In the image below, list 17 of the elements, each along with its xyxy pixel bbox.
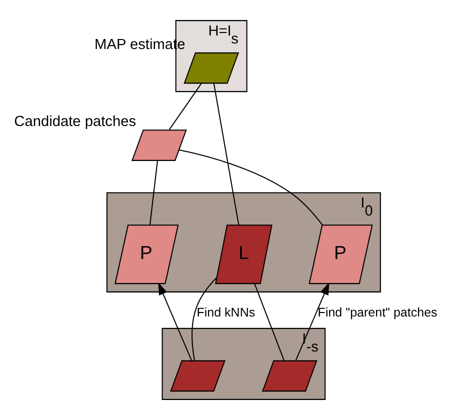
cluster xyxy=(106,192,381,292)
node-parallelogram xyxy=(262,360,318,392)
connector xyxy=(192,277,217,361)
node-parallelogram xyxy=(170,360,226,392)
connector xyxy=(168,82,202,130)
node-parallelogram xyxy=(184,52,240,84)
arrow xyxy=(295,282,330,361)
node-parallelogram xyxy=(131,130,187,161)
connector xyxy=(213,83,240,226)
node-label: Candidate patches xyxy=(14,114,136,130)
arrow xyxy=(158,282,192,361)
cluster xyxy=(162,328,326,400)
connector xyxy=(149,160,158,226)
connector xyxy=(254,284,285,361)
connector xyxy=(178,149,323,226)
edge-label: Find "parent" patches xyxy=(318,306,438,320)
edge-label: Find kNNs xyxy=(196,306,256,320)
